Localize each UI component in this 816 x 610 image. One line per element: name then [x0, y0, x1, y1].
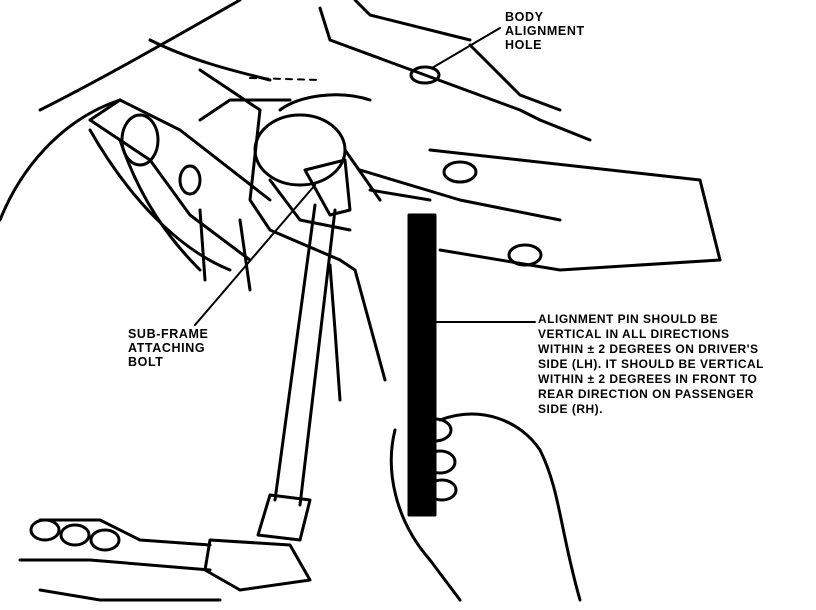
label-line: SUB-FRAME: [128, 327, 209, 341]
body-panel: [0, 0, 592, 222]
sub-frame-rail: [88, 98, 272, 292]
label-line: BOLT: [128, 355, 164, 369]
socket: [253, 93, 382, 232]
mount-bracket: [198, 98, 387, 402]
leader-sub-frame-bolt: [194, 184, 316, 326]
hand-right: [389, 412, 582, 602]
ratchet-and-hand-left: [18, 518, 312, 602]
label-line: ATTACHING: [128, 341, 206, 355]
label-line: VERTICAL IN ALL DIRECTIONS: [538, 327, 730, 341]
alignment-pin: [358, 168, 562, 517]
label-line: SIDE (RH).: [538, 402, 603, 416]
extension-bar: [256, 158, 352, 542]
label-line: REAR DIRECTION ON PASSENGER: [538, 387, 754, 401]
label-line: SIDE (LH). IT SHOULD BE VERTICAL: [538, 357, 764, 371]
label-line: ALIGNMENT PIN SHOULD BE: [538, 312, 719, 326]
leader-alignment-hole: [431, 27, 501, 69]
label-body-alignment-hole: BODY ALIGNMENT HOLE: [505, 10, 585, 52]
label-line: ALIGNMENT: [505, 24, 585, 38]
frame-arm: [428, 148, 722, 272]
label-sub-frame-attaching-bolt: SUB-FRAME ATTACHING BOLT: [128, 327, 208, 369]
label-alignment-pin-note: ALIGNMENT PIN SHOULD BE VERTICAL IN ALL …: [538, 312, 764, 417]
label-line: BODY: [505, 10, 544, 24]
label-line: HOLE: [505, 38, 543, 52]
label-line: WITHIN ± 2 DEGREES ON DRIVER'S: [538, 342, 759, 356]
body-alignment-hole: [409, 65, 441, 85]
label-line: WITHIN ± 2 DEGREES IN FRONT TO: [538, 372, 758, 386]
